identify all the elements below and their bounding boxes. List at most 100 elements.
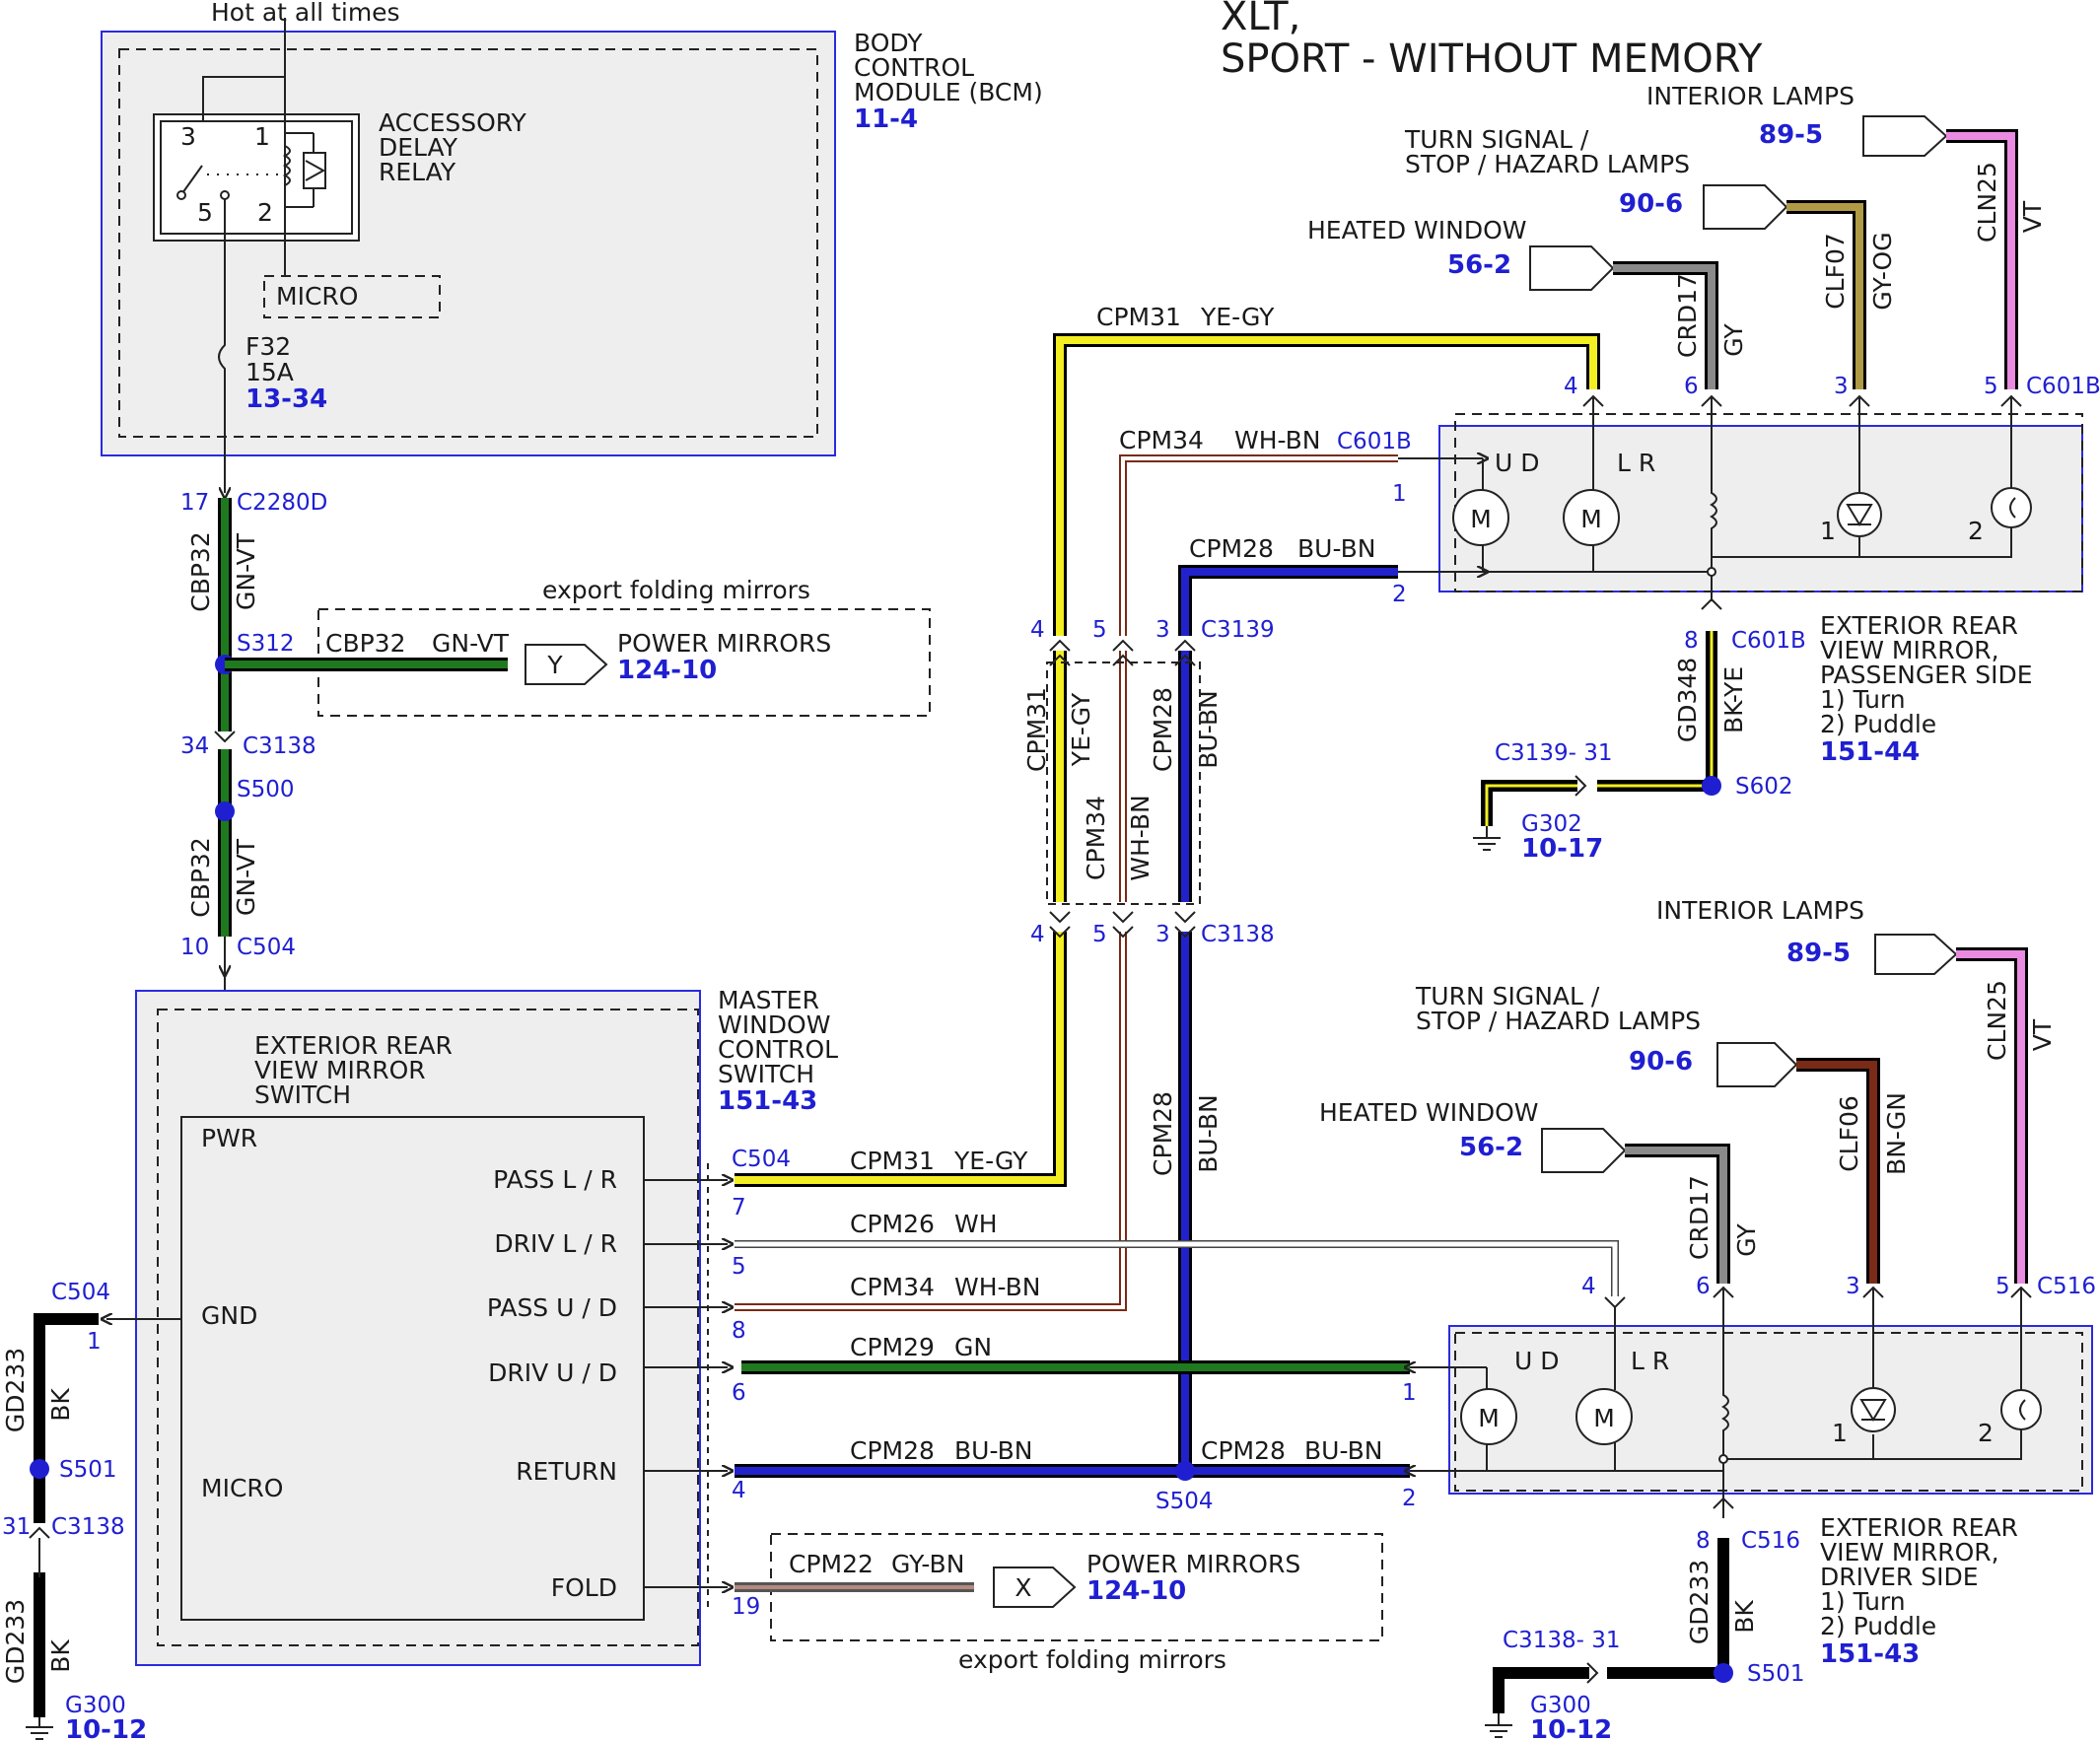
pass-gy-og: GY-OG	[1868, 232, 1897, 310]
c3138-pin-3: 3	[1155, 922, 1170, 947]
driv-mirror-internals	[1486, 1288, 2022, 1518]
driv-clf06: CLF06	[1835, 1095, 1863, 1172]
title-line-1: XLT,	[1221, 0, 1300, 39]
driv-mirror-dash	[1454, 1332, 2083, 1492]
cpm34-bot-circuit: CPM34	[850, 1273, 935, 1301]
driv-desc-5: 2) Puddle	[1820, 1612, 1936, 1640]
g300-left-ref: 10-12	[65, 1715, 147, 1741]
pass-top-pin-6: 6	[1684, 374, 1699, 399]
cpm34-bot-color: WH-BN	[954, 1273, 1041, 1301]
cpm34-top-circuit: CPM34	[1119, 426, 1204, 454]
pass-clf07: CLF07	[1821, 233, 1850, 310]
c504-pin-5: 5	[732, 1254, 746, 1280]
master-name-3: CONTROL	[718, 1035, 838, 1064]
master-name-1: MASTER	[718, 986, 819, 1014]
bcm-name-1: BODY	[854, 29, 923, 57]
pass-motor-lr-icon	[1563, 489, 1620, 546]
pass-interior-ref: 89-5	[1759, 120, 1823, 150]
pass-motor-lr-m: M	[1580, 505, 1602, 533]
pass-bk-ye: BK-YE	[1719, 666, 1748, 733]
cpm28-low-circuit: CPM28	[1149, 1091, 1177, 1176]
cpm31-mid-color: YE-GY	[1067, 692, 1095, 767]
driv-motor-lr-m: M	[1593, 1404, 1615, 1432]
hot-label: Hot at all times	[211, 0, 400, 27]
mirror-switch-inner	[180, 1116, 645, 1621]
pass-turn-ref: 90-6	[1619, 189, 1683, 219]
pass-desc-5: 2) Puddle	[1820, 710, 1936, 738]
driv-heated-connector	[1541, 1128, 1627, 1173]
export-top-ref: 124-10	[617, 656, 717, 685]
driv-lamp-2: 2	[1978, 1419, 1994, 1447]
s501-left-label: S501	[59, 1457, 117, 1483]
master-name-2: WINDOW	[718, 1010, 830, 1039]
c3138-pin-4: 4	[1030, 922, 1045, 947]
g300-right-name: G300	[1530, 1693, 1591, 1718]
pass-bottom-pin: 8	[1684, 628, 1699, 654]
driv-desc-1: EXTERIOR REAR	[1820, 1513, 2018, 1542]
driv-gd233: GD233	[1685, 1560, 1714, 1644]
cpm29-color: GN	[954, 1333, 992, 1361]
cpm28-low-color: BU-BN	[1194, 1094, 1223, 1172]
pass-connector-left: C601B	[1337, 429, 1412, 454]
c504-name-top: C504	[237, 935, 296, 960]
driv-top-pin-4: 4	[1581, 1274, 1596, 1299]
pass-desc-4: 1) Turn	[1820, 685, 1906, 714]
pass-bottom-name: C601B	[1731, 628, 1806, 654]
c3139-pin-5: 5	[1092, 617, 1107, 643]
cpm31-bot-color: YE-GY	[953, 1147, 1028, 1175]
splice-s500	[215, 801, 235, 821]
driv-desc-2: VIEW MIRROR,	[1820, 1538, 1999, 1567]
pass-lamp-1: 1	[1820, 517, 1836, 545]
cpm28-mid-circuit: CPM28	[1149, 687, 1177, 772]
export-top-dest: POWER MIRRORS	[617, 629, 831, 658]
pass-ref: 151-44	[1820, 737, 1920, 767]
s312-label: S312	[237, 631, 295, 657]
export-bottom-label: export folding mirrors	[958, 1645, 1226, 1674]
g300-left-name: G300	[65, 1693, 126, 1718]
wire-pass-clf07	[1786, 200, 1866, 389]
inner-name-3: SWITCH	[254, 1080, 351, 1109]
c3139-pin-3: 3	[1155, 617, 1170, 643]
driv-motor-lr-icon	[1575, 1388, 1633, 1445]
export-top-color: GN-VT	[432, 629, 510, 658]
cpm34-mid-color: WH-BN	[1126, 795, 1155, 881]
c504-pin-4: 4	[732, 1478, 746, 1503]
ground-symbol-g300-right	[1485, 1713, 1512, 1738]
driv-pin-2: 2	[1402, 1486, 1417, 1511]
pass-crd17: CRD17	[1673, 273, 1702, 358]
cpm26-circuit: CPM26	[850, 1210, 935, 1238]
c3139-name: C3139	[1201, 617, 1275, 643]
driv-motor-ud-icon	[1460, 1388, 1517, 1445]
c504-pin-19: 19	[732, 1594, 760, 1620]
pass-interior-label: INTERIOR LAMPS	[1646, 82, 1855, 110]
pass-top-pin-3: 3	[1834, 374, 1849, 399]
c504-pin-8: 8	[732, 1318, 746, 1344]
c3139-arrows	[1049, 639, 1196, 666]
out-driv-ud: DRIV U / D	[488, 1358, 617, 1387]
driv-heated-label: HEATED WINDOW	[1319, 1098, 1538, 1127]
relay-pin-3: 3	[180, 122, 196, 151]
fuse-f32	[218, 332, 226, 463]
cpm28-top-color: BU-BN	[1297, 534, 1375, 563]
wire-cpm31	[735, 333, 1600, 1187]
c2280d-pin: 17	[180, 490, 209, 516]
driv-top-pin-3: 3	[1846, 1274, 1860, 1299]
cbp32-upper-circuit: CBP32	[186, 531, 215, 612]
pass-connector-top: C601B	[2026, 374, 2100, 399]
driv-cln25: CLN25	[1983, 980, 2011, 1061]
export-top-label: export folding mirrors	[542, 576, 810, 604]
export-bottom-ref: 124-10	[1086, 1576, 1186, 1606]
c504-name-right: C504	[732, 1147, 791, 1172]
c2280d-name: C2280D	[237, 490, 327, 516]
driv-motor-ud-m: M	[1478, 1404, 1500, 1432]
driv-heated-ref: 56-2	[1459, 1133, 1523, 1162]
driv-turn-connector	[1716, 1042, 1798, 1087]
pass-top-pin-4: 4	[1564, 374, 1578, 399]
driv-bn-gn: BN-GN	[1882, 1092, 1911, 1175]
inner-name-1: EXTERIOR REAR	[254, 1031, 453, 1060]
g302-name: G302	[1521, 811, 1582, 837]
wire-driv-clf06	[1796, 1058, 1880, 1284]
driv-lamp-1: 1	[1832, 1419, 1848, 1447]
out-pass-lr: PASS L / R	[493, 1165, 617, 1194]
